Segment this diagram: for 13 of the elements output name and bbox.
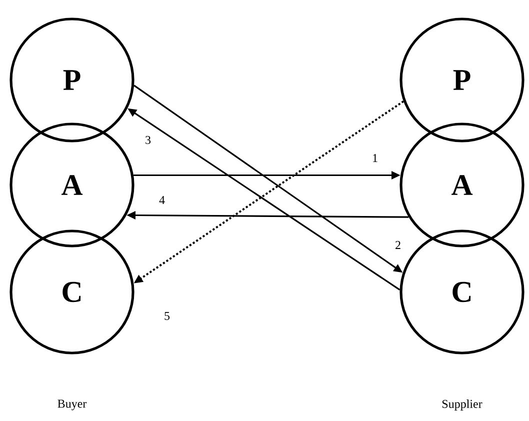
column-label: Buyer: [58, 400, 87, 410]
circle-node: A: [400, 122, 524, 248]
edge-label: 4: [159, 196, 165, 204]
column-label: Supplier: [442, 400, 482, 410]
edge-label: 2: [396, 241, 400, 249]
edge-label: 5: [164, 312, 170, 320]
edge-label: 1: [373, 154, 378, 162]
circle-node: C: [400, 230, 524, 354]
circle-node: P: [400, 18, 524, 142]
edge-label: 3: [146, 136, 151, 144]
circle-node: A: [10, 122, 134, 248]
circle-node: P: [10, 18, 134, 142]
circle-node: C: [10, 230, 134, 354]
